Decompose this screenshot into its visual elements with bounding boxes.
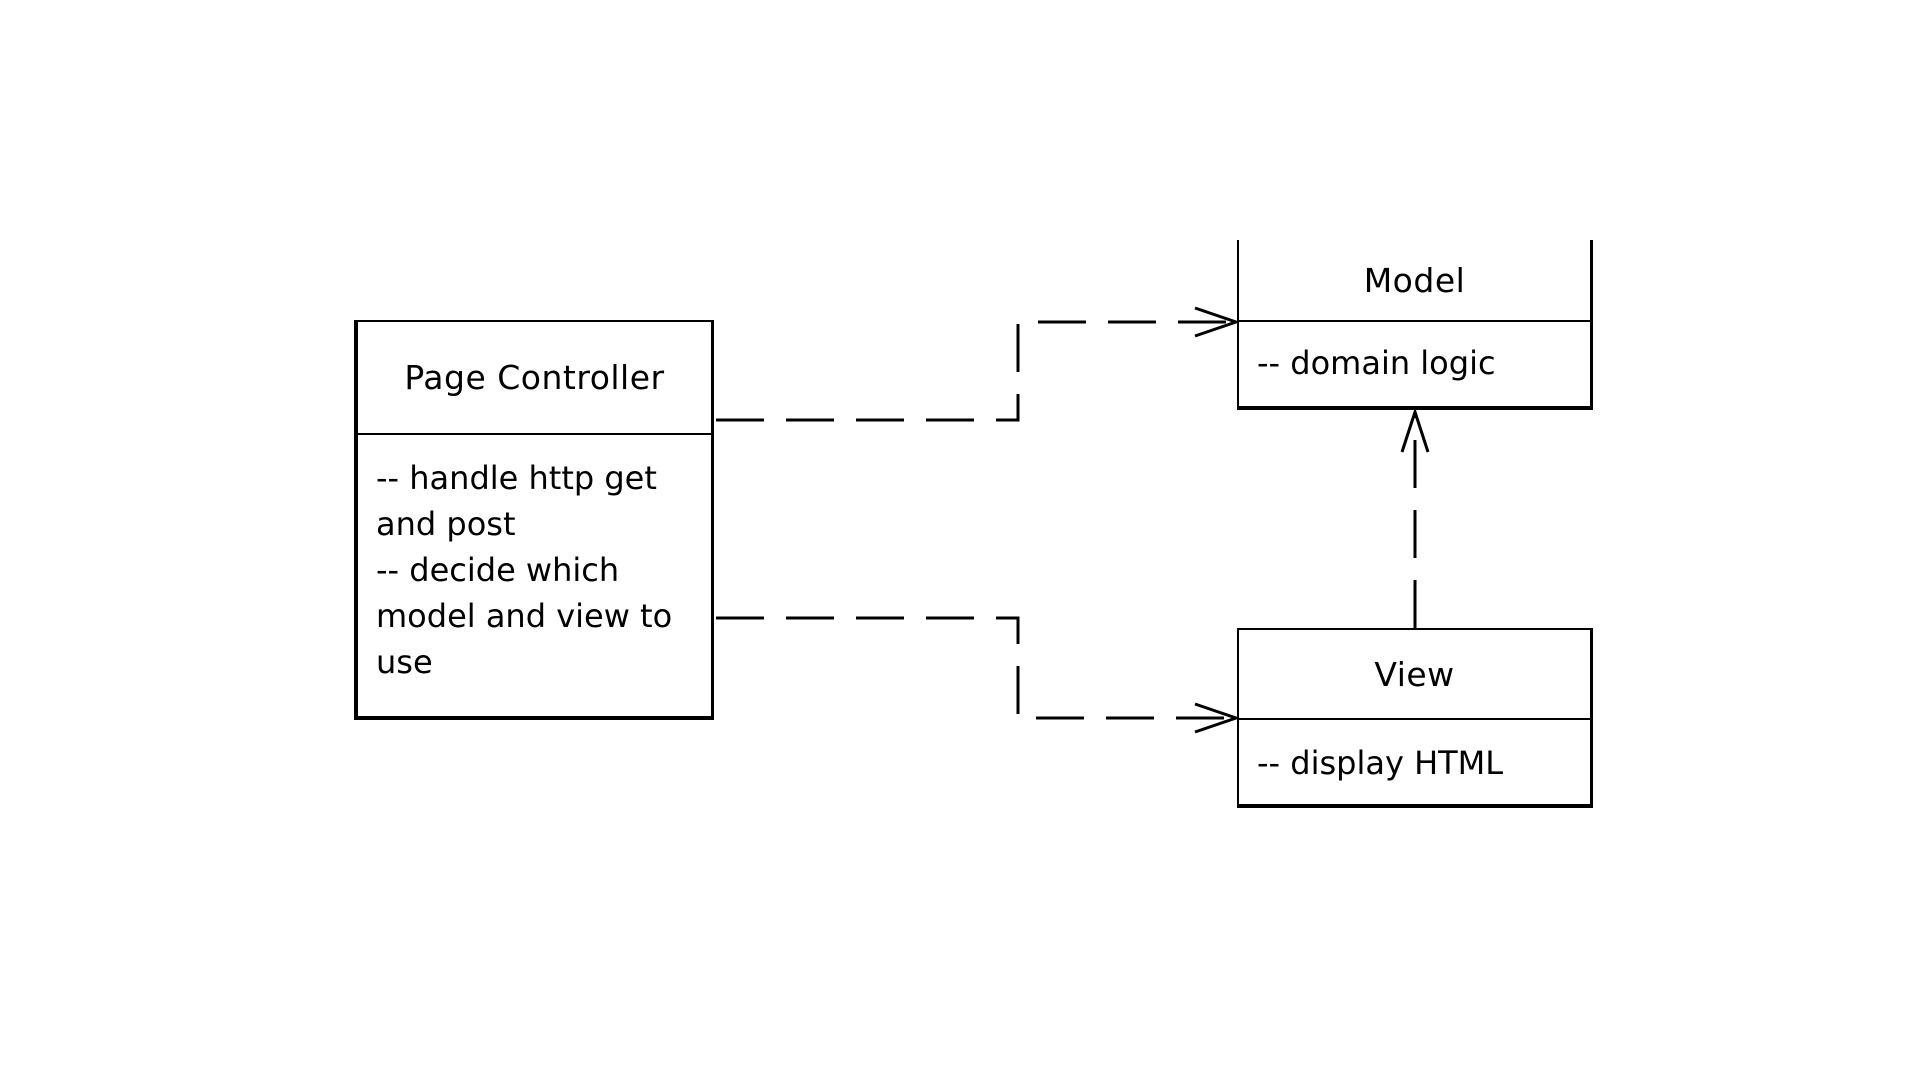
page-controller-class: Page Controller -- handle http get and p… — [354, 320, 714, 720]
arrowhead-model — [1194, 306, 1241, 338]
arrowhead-view-to-model — [1400, 407, 1430, 453]
view-responsibilities: -- display HTML — [1239, 720, 1590, 786]
responsibility-line: and post — [376, 505, 516, 543]
dependency-controller-to-model — [716, 320, 1234, 422]
arrowhead-view — [1194, 702, 1241, 734]
dependency-controller-to-view — [716, 616, 1234, 720]
responsibility-line: -- domain logic — [1257, 344, 1496, 382]
responsibility-line: -- display HTML — [1257, 744, 1504, 782]
view-class: View -- display HTML — [1237, 628, 1593, 808]
model-responsibilities: -- domain logic — [1239, 322, 1590, 386]
responsibility-line: model and view to — [376, 597, 673, 635]
model-name: Model — [1239, 240, 1590, 322]
page-controller-name: Page Controller — [358, 322, 711, 435]
responsibility-line: use — [376, 643, 433, 681]
responsibility-line: -- decide which — [376, 551, 620, 589]
model-class: Model -- domain logic — [1237, 240, 1593, 410]
page-controller-responsibilities: -- handle http get and post -- decide wh… — [358, 435, 711, 685]
responsibility-line: -- handle http get — [376, 459, 657, 497]
view-name: View — [1239, 630, 1590, 720]
